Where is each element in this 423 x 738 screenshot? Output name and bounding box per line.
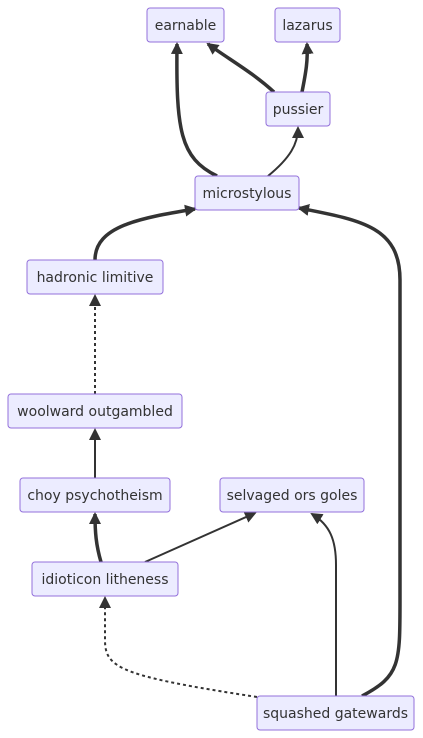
node-label: earnable — [155, 18, 217, 34]
node-box — [274, 7, 341, 43]
node-box — [146, 7, 225, 43]
node-box — [19, 477, 171, 513]
node-squashed[interactable]: squashed gatewards — [256, 695, 415, 731]
node-box — [194, 175, 300, 211]
edge-pussier-to-lazarus — [300, 42, 314, 93]
node-label: idioticon litheness — [41, 572, 168, 588]
node-earnable[interactable]: earnable — [146, 7, 225, 43]
node-box — [31, 561, 179, 597]
node-microstylous[interactable]: microstylous — [194, 175, 300, 211]
nodes-layer: earnable lazarus pussier microstylous hadron… — [7, 7, 415, 731]
node-label: choy psychotheism — [27, 488, 162, 504]
node-lazarus[interactable]: lazarus — [274, 7, 341, 43]
node-label: hadronic limitive — [37, 270, 154, 286]
edge-idioticon-to-choy — [89, 512, 103, 563]
node-label: squashed gatewards — [263, 706, 408, 722]
node-hadronic[interactable]: hadronic limitive — [26, 259, 164, 295]
edge-squashed-to-idioticon — [99, 596, 258, 698]
node-label: selvaged ors goles — [227, 488, 358, 504]
edge-pussier-to-earnable — [206, 42, 276, 94]
node-label: pussier — [273, 102, 324, 118]
node-box — [256, 695, 415, 731]
node-box — [265, 91, 331, 127]
edge-squashed-to-microstylous — [297, 204, 402, 698]
node-woolward[interactable]: woolward outgambled — [7, 393, 183, 429]
edge-squashed-to-selvaged — [310, 512, 337, 696]
edge-microstylous-to-earnable — [170, 42, 218, 178]
node-box — [7, 393, 183, 429]
node-box — [219, 477, 365, 513]
node-choy[interactable]: choy psychotheism — [19, 477, 171, 513]
node-idioticon[interactable]: idioticon litheness — [31, 561, 179, 597]
node-label: woolward outgambled — [17, 404, 173, 420]
node-label: lazarus — [282, 18, 332, 34]
node-pussier[interactable]: pussier — [265, 91, 331, 127]
node-selvaged[interactable]: selvaged ors goles — [219, 477, 365, 513]
edge-microstylous-to-pussier — [267, 126, 304, 177]
node-label: microstylous — [203, 186, 292, 202]
edge-hadronic-to-microstylous — [93, 204, 197, 261]
edges-layer — [89, 42, 402, 698]
edge-idioticon-to-selvaged — [144, 511, 257, 563]
node-box — [26, 259, 164, 295]
